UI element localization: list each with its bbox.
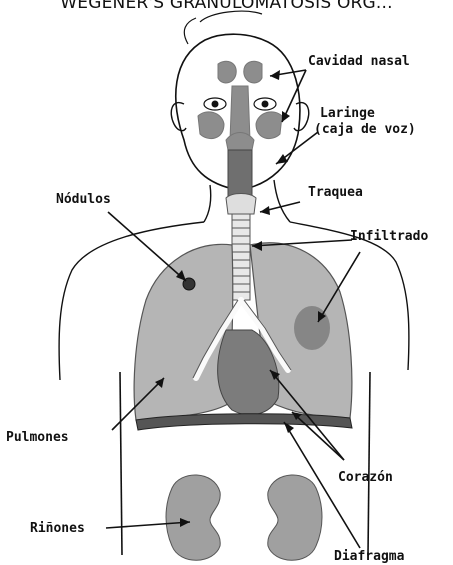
label-nodules: Nódulos: [56, 192, 111, 207]
label-trachea: Traquea: [308, 185, 363, 200]
label-diaphragm: Diafragma: [334, 549, 404, 564]
left-kidney: [166, 475, 220, 560]
diaphragm: [136, 414, 352, 430]
label-heart: Corazón: [338, 470, 393, 485]
right-flank: [368, 372, 370, 555]
right-kidney: [268, 475, 322, 560]
label-larynx: Laringe: [320, 106, 375, 121]
label-larynx-sub: (caja de voz): [314, 122, 416, 137]
neck-right: [274, 180, 290, 222]
right-ear: [294, 103, 309, 131]
label-kidneys: Riñones: [30, 521, 85, 536]
infiltrate-spot: [294, 306, 330, 350]
left-ear: [171, 103, 186, 131]
hair-line: [184, 11, 262, 44]
label-nasal-cavity: Cavidad nasal: [308, 54, 410, 69]
label-infiltrate: Infiltrado: [350, 229, 428, 244]
neck-left: [204, 185, 211, 222]
label-lungs: Pulmones: [6, 430, 69, 445]
